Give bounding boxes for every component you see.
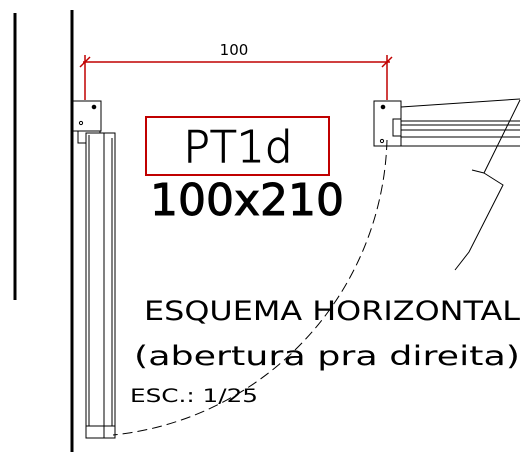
dimension-left-slash — [79, 56, 91, 68]
dimension-value: 100 — [220, 41, 249, 59]
break-line — [454, 99, 521, 271]
right-frame-jamb — [373, 100, 402, 147]
right-wall-section — [400, 98, 521, 271]
door-tag-code: PT1d — [183, 122, 292, 173]
door-tag-box — [145, 116, 330, 176]
wall — [13, 10, 74, 452]
caption-subtitle: (abertura pra direita) — [134, 341, 520, 372]
caption-scale: ESC.: 1/25 — [130, 385, 258, 407]
door-leaf — [85, 132, 116, 439]
dimension-right-slash — [381, 56, 393, 68]
dimension-line — [79, 55, 393, 100]
door-swing-arc — [112, 139, 388, 436]
door-tag-size: 100x210 — [150, 175, 344, 226]
caption-title: ESQUEMA HORIZONTAL — [144, 296, 520, 327]
